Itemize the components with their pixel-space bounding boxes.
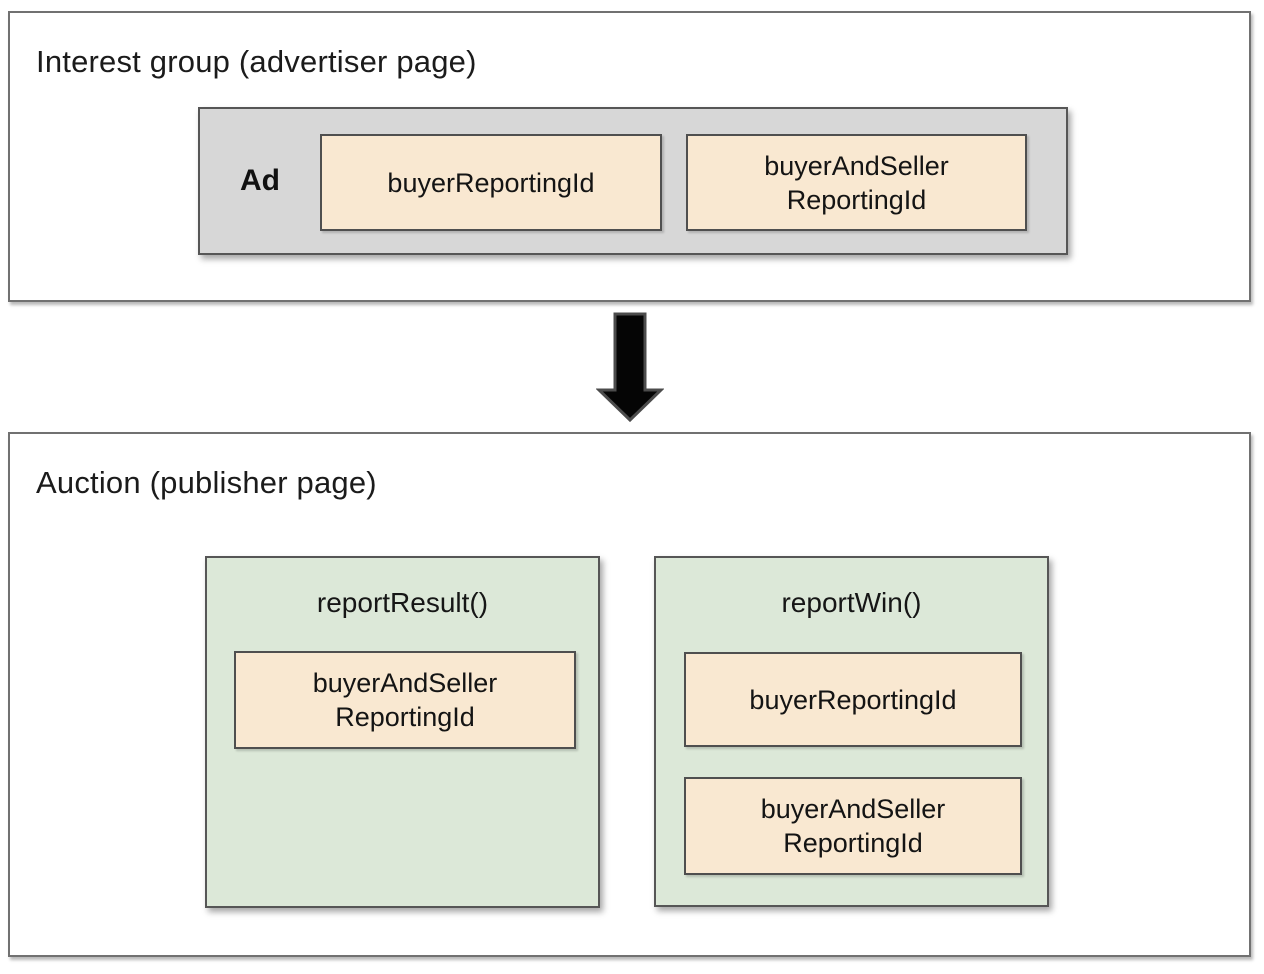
chip-line: buyerReportingId — [749, 684, 957, 715]
report-win-title: reportWin() — [781, 587, 922, 618]
chip-buyer-reporting-id: buyerReportingId — [320, 134, 662, 231]
auction-section: Auction (publisher page) reportResult() … — [8, 432, 1251, 957]
chip-buyer-reporting-id: buyerReportingId — [684, 652, 1022, 747]
chip-line: ReportingId — [335, 702, 475, 732]
auction-title: Auction (publisher page) — [36, 465, 377, 500]
interest-group-section: Interest group (advertiser page) Ad buye… — [8, 11, 1251, 302]
chip-buyer-and-seller-reporting-id: buyerAndSeller ReportingId — [686, 134, 1027, 231]
chip-buyer-and-seller-reporting-id: buyerAndSeller ReportingId — [684, 777, 1022, 875]
chip-line: buyerAndSeller — [312, 668, 498, 698]
interest-group-title: Interest group (advertiser page) — [36, 44, 477, 79]
report-win-box: reportWin() buyerReportingId buyerAndSel… — [654, 556, 1049, 907]
down-arrow-icon — [595, 312, 665, 424]
chip-line: buyerAndSeller — [760, 794, 946, 824]
chip-buyer-and-seller-reporting-id: buyerAndSeller ReportingId — [234, 651, 576, 749]
chip-line: ReportingId — [786, 184, 927, 215]
report-result-box: reportResult() buyerAndSeller ReportingI… — [205, 556, 600, 908]
ad-label: Ad — [240, 164, 280, 197]
chip-line: ReportingId — [783, 828, 923, 858]
report-result-title: reportResult() — [316, 587, 489, 618]
chip-line: buyerAndSeller — [764, 150, 949, 181]
chip-line: buyerReportingId — [387, 167, 595, 198]
ad-container: Ad buyerReportingId buyerAndSeller Repor… — [198, 107, 1068, 255]
